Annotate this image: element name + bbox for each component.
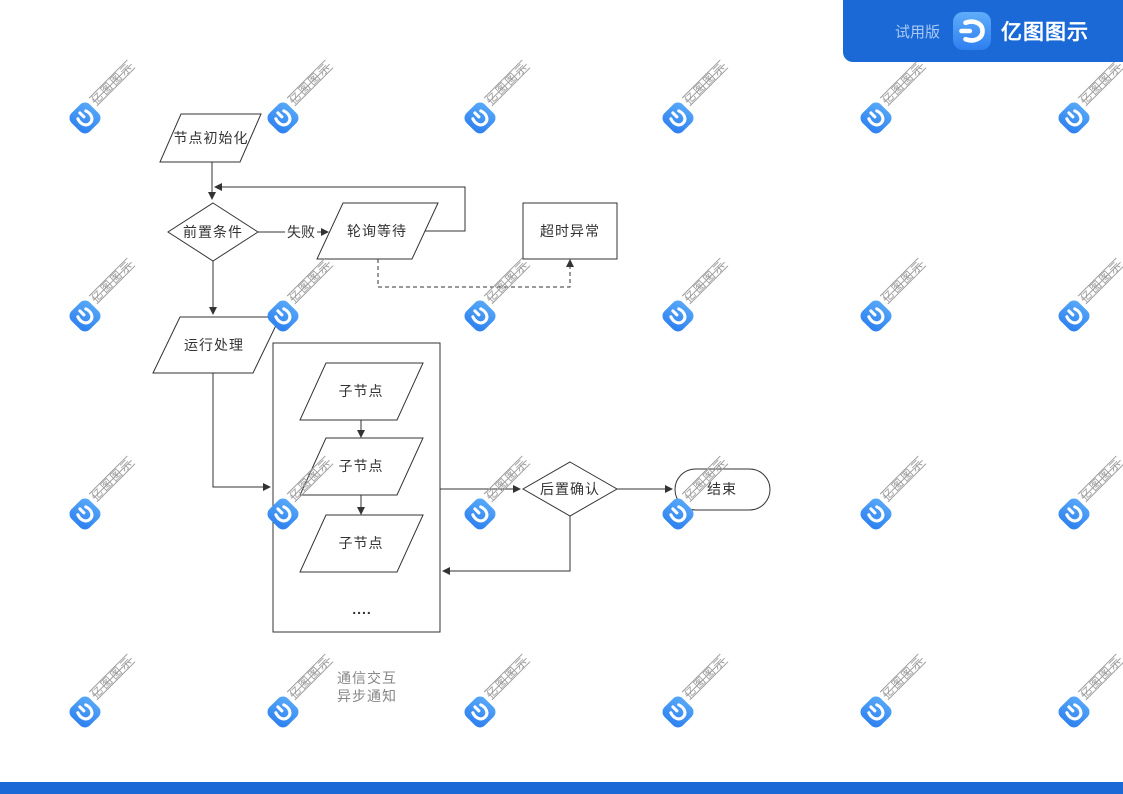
node-end-label: 结束 — [707, 481, 737, 497]
connector-precondition-to-run[interactable] — [209, 261, 217, 315]
node-child-1[interactable] — [299, 362, 424, 421]
node-child-1-label: 子节点 — [338, 383, 384, 399]
brand-name: 亿图图示 — [1001, 21, 1090, 44]
node-init[interactable] — [159, 113, 262, 163]
node-end[interactable] — [674, 468, 771, 511]
annotation-text: 通信交互 异步通知 — [337, 669, 397, 705]
edge-fail-label[interactable]: 失败 — [285, 222, 317, 242]
connector-postconfirm-to-end[interactable] — [617, 485, 673, 493]
node-run-process-label: 运行处理 — [184, 337, 244, 353]
node-child-3[interactable] — [299, 514, 424, 573]
trial-banner: 试用版 亿图图示 — [843, 0, 1123, 62]
annotation-line-1: 通信交互 — [337, 670, 397, 686]
ellipsis-label: .... — [352, 601, 372, 617]
connector-init-to-precondition[interactable] — [208, 162, 216, 200]
trial-badge: 试用版 — [895, 23, 941, 41]
bottom-bar — [0, 782, 1123, 794]
connector-pollwait-feedback[interactable] — [214, 183, 466, 232]
node-init-label: 节点初始化 — [173, 130, 249, 146]
node-child-2-label: 子节点 — [338, 458, 384, 474]
node-child-3-label: 子节点 — [338, 535, 384, 551]
node-child-2[interactable] — [299, 437, 424, 496]
connector-run-to-container[interactable] — [212, 373, 271, 491]
node-precondition-label: 前置条件 — [183, 224, 243, 240]
edraw-logo-icon — [953, 12, 992, 50]
node-post-confirm-label: 后置确认 — [540, 481, 600, 497]
node-poll-wait-label: 轮询等待 — [347, 223, 407, 239]
node-timeout-label: 超时异常 — [540, 223, 600, 239]
node-post-confirm[interactable] — [521, 461, 619, 517]
annotation-line-2: 异步通知 — [337, 688, 397, 704]
connector-container-to-postconfirm[interactable] — [440, 485, 521, 493]
connector-pollwait-to-timeout-dashed[interactable] — [377, 259, 574, 288]
node-run-process[interactable] — [152, 316, 281, 374]
connector-child1-child2[interactable] — [357, 420, 365, 438]
node-timeout[interactable] — [522, 202, 618, 260]
connector-postconfirm-to-container[interactable] — [442, 516, 571, 575]
node-precondition[interactable] — [167, 202, 259, 262]
connector-child2-child3[interactable] — [357, 495, 365, 515]
node-poll-wait[interactable] — [316, 202, 439, 260]
